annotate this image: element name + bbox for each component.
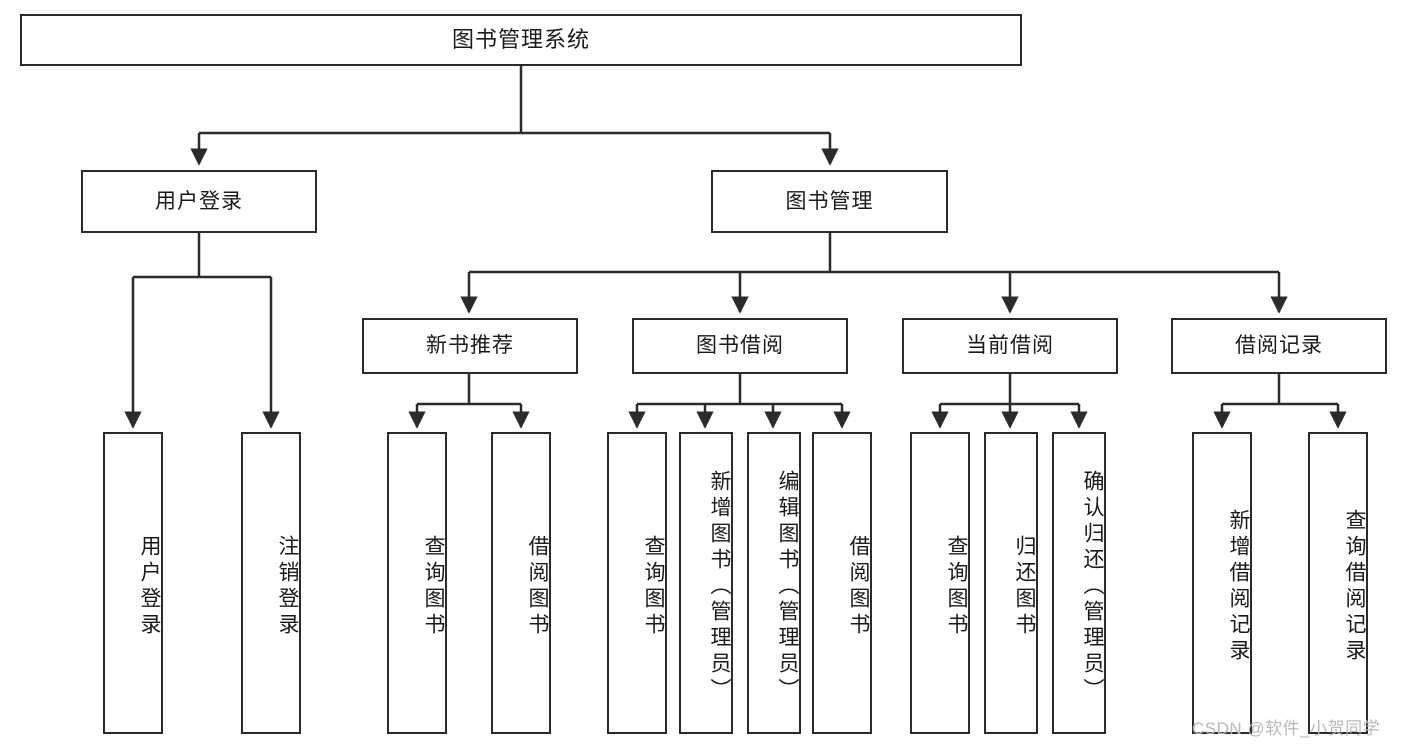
leaf-confirm-return[interactable]: 确认归还（管理员）	[1052, 432, 1106, 734]
leaf-label: 用户登录	[138, 535, 161, 639]
leaf-label: 查询图书	[422, 535, 445, 639]
csdn-watermark: CSDN @软件_小贺同学	[1192, 719, 1381, 738]
leaf-label: 新增图书（管理员）	[708, 470, 731, 704]
leaf-query-book-3[interactable]: 查询图书	[910, 432, 970, 734]
node-current-borrow[interactable]: 当前借阅	[902, 318, 1118, 374]
leaf-label: 注销登录	[276, 535, 299, 639]
leaf-label: 借阅图书	[847, 535, 870, 639]
node-root[interactable]: 图书管理系统	[20, 14, 1022, 66]
leaf-label: 借阅图书	[526, 535, 549, 639]
node-borrow-record[interactable]: 借阅记录	[1171, 318, 1387, 374]
node-user-login[interactable]: 用户登录	[81, 170, 317, 233]
leaf-add-book[interactable]: 新增图书（管理员）	[679, 432, 733, 734]
leaf-label: 确认归还（管理员）	[1081, 470, 1104, 704]
leaf-label: 编辑图书（管理员）	[776, 470, 799, 704]
node-new-book-rec[interactable]: 新书推荐	[362, 318, 578, 374]
leaf-label: 新增借阅记录	[1227, 509, 1250, 665]
leaf-edit-book[interactable]: 编辑图书（管理员）	[747, 432, 801, 734]
leaf-borrow-book-2[interactable]: 借阅图书	[812, 432, 872, 734]
leaf-label: 查询图书	[642, 535, 665, 639]
leaf-add-record[interactable]: 新增借阅记录	[1192, 432, 1252, 734]
leaf-user-logout[interactable]: 注销登录	[241, 432, 301, 734]
leaf-user-login[interactable]: 用户登录	[103, 432, 163, 734]
leaf-query-book-1[interactable]: 查询图书	[387, 432, 447, 734]
leaf-query-book-2[interactable]: 查询图书	[607, 432, 667, 734]
leaf-label: 查询借阅记录	[1343, 509, 1366, 665]
leaf-query-record[interactable]: 查询借阅记录	[1308, 432, 1368, 734]
leaf-label: 归还图书	[1013, 535, 1036, 639]
node-book-manage[interactable]: 图书管理	[711, 170, 948, 233]
node-book-borrow[interactable]: 图书借阅	[632, 318, 848, 374]
leaf-return-book[interactable]: 归还图书	[984, 432, 1038, 734]
leaf-label: 查询图书	[945, 535, 968, 639]
leaf-borrow-book-1[interactable]: 借阅图书	[491, 432, 551, 734]
